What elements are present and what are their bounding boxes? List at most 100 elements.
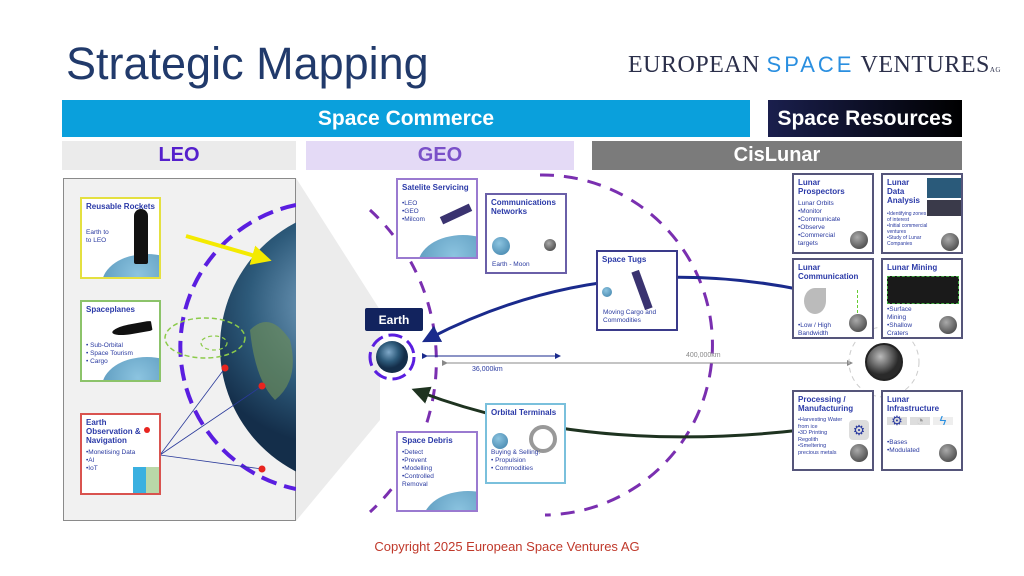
- card-item: Earth to: [86, 229, 109, 236]
- card-item: • Cargo: [86, 358, 108, 365]
- card-item: •Bases: [887, 439, 908, 446]
- earth-icon: [423, 491, 476, 510]
- link-line: [857, 290, 858, 318]
- card-item: • Propulsion: [491, 457, 526, 464]
- earth-icon: [492, 237, 510, 255]
- card-item: • Sub-Orbital: [86, 342, 123, 349]
- card-item: •LEO: [402, 200, 418, 207]
- return-arrow-to-earth: [411, 386, 841, 439]
- card-title: Processing / Manufacturing: [798, 395, 854, 413]
- earth-icon: [418, 235, 476, 257]
- card-earth-observation[interactable]: Earth Observation & Navigation •Monetisi…: [80, 413, 161, 495]
- cislunar-header: CisLunar: [592, 141, 962, 170]
- rocket-arrow: [185, 234, 272, 265]
- card-title: Orbital Terminals: [491, 408, 557, 417]
- card-space-tugs[interactable]: Space Tugs Moving Cargo and Commodities: [596, 250, 678, 331]
- moon-icon: [544, 239, 556, 251]
- card-title: Lunar Data Analysis: [887, 178, 920, 205]
- card-item: •IoT: [86, 465, 98, 472]
- lightning-icon: ϟ: [933, 414, 953, 427]
- card-processing-manufacturing[interactable]: Processing / Manufacturing •Harvesting W…: [792, 390, 874, 471]
- card-item: •Monetising Data: [86, 449, 136, 456]
- card-item: Lunar Orbits: [798, 200, 834, 207]
- card-title: Space Debris: [402, 436, 453, 445]
- rocket-icon: [134, 209, 148, 264]
- leo-header: LEO: [62, 141, 296, 170]
- card-lunar-infrastructure[interactable]: Lunar Infrastructure ⚙◔ϟ •Bases•Modulate…: [881, 390, 963, 471]
- card-item: •Monitor: [798, 208, 822, 215]
- card-communications-networks[interactable]: Communications Networks Earth - Moon: [485, 193, 567, 274]
- geo-header: GEO: [306, 141, 574, 170]
- card-title: Communications Networks: [491, 198, 556, 216]
- space-commerce-header: Space Commerce: [62, 100, 750, 137]
- zoom-trapezoid: [296, 178, 380, 521]
- logo-suffix: AG: [989, 66, 1001, 74]
- card-item: •Shallow Craters: [887, 322, 913, 337]
- card-item: •AI: [86, 457, 95, 464]
- moon-icon: [941, 233, 959, 251]
- card-item: •Detect: [402, 449, 424, 456]
- moon-icon: [939, 316, 957, 334]
- scan-image: [927, 200, 961, 216]
- wrench-gear-icon: ⚙: [887, 414, 907, 427]
- moon-icon: [850, 231, 868, 249]
- page-title: Strategic Mapping: [66, 38, 429, 89]
- leo-orbit: [178, 203, 296, 491]
- map-tiles-icon: [133, 467, 159, 493]
- card-item: •Low / High Bandwidth: [798, 322, 831, 337]
- dish-icon: ◔: [910, 414, 930, 427]
- infrastructure-icons: ⚙◔ϟ: [887, 414, 957, 427]
- card-title: Lunar Infrastructure: [887, 395, 940, 413]
- card-item: •GEO: [402, 208, 419, 215]
- card-satellite-servicing[interactable]: Satelite Servicing •LEO•GEO•Milcom: [396, 178, 478, 259]
- card-item: •Observe: [798, 224, 825, 231]
- card-title: Space Tugs: [602, 255, 647, 264]
- card-item: •Controlled Removal: [402, 473, 434, 488]
- card-title: Lunar Prospectors: [798, 178, 845, 196]
- wrench-gear-icon: ⚙: [849, 420, 869, 440]
- card-space-debris[interactable]: Space Debris •Detect•Prevent•Modelling•C…: [396, 431, 478, 512]
- card-item: •Study of Lunar Companies: [887, 235, 922, 247]
- card-item: Earth - Moon: [492, 261, 530, 268]
- card-lunar-communication[interactable]: Lunar Communication •Low / High Bandwidt…: [792, 258, 874, 339]
- drill-image: [887, 276, 959, 304]
- card-spaceplanes[interactable]: Spaceplanes • Sub-Orbital• Space Tourism…: [80, 300, 161, 382]
- moon-icon: [850, 444, 868, 462]
- card-item: •Surface Mining: [887, 306, 912, 321]
- card-orbital-terminals[interactable]: Orbital Terminals Buying & Selling:• Pro…: [485, 403, 566, 484]
- card-title: Lunar Communication: [798, 263, 859, 281]
- geo-distance: 36,000km: [472, 366, 503, 373]
- company-logo: EUROPEAN SPACE VENTURESAG: [628, 52, 1001, 79]
- card-item: •3D Printing Regolith: [798, 430, 828, 443]
- dish-icon: [804, 288, 826, 314]
- moon-icon: [849, 314, 867, 332]
- earth-icon: [102, 254, 159, 277]
- card-title: Lunar Mining: [887, 263, 938, 272]
- card-item: Buying & Selling:: [491, 449, 541, 456]
- moon-icon: [939, 444, 957, 462]
- earth-icon: [376, 341, 408, 373]
- data-map-image: [927, 178, 961, 198]
- card-item: •Modulated: [887, 447, 920, 454]
- card-item: •Harvesting Water from ice: [798, 417, 843, 430]
- card-item: •Smeltering precious metals: [798, 443, 837, 456]
- card-item: • Space Tourism: [86, 350, 133, 357]
- logo-text-space: SPACE: [766, 52, 855, 77]
- card-lunar-data-analysis[interactable]: Lunar Data Analysis •Identifying zones o…: [881, 173, 963, 254]
- card-lunar-prospectors[interactable]: Lunar Prospectors Lunar Orbits•Monitor•C…: [792, 173, 874, 254]
- card-item: •Initial commercial ventures: [887, 223, 928, 235]
- card-item: •Identifying zones of interest: [887, 211, 927, 223]
- tug-satellite-icon: [631, 269, 653, 311]
- card-item: • Commodities: [491, 465, 534, 472]
- card-item: •Milcom: [402, 216, 425, 223]
- space-resources-header: Space Resources: [768, 100, 962, 137]
- station-icon: [529, 425, 557, 453]
- logo-text-ventures: VENTURES: [854, 52, 990, 78]
- card-title: Earth Observation & Navigation: [86, 418, 141, 445]
- card-title: Satelite Servicing: [402, 183, 469, 192]
- logo-text: EUROPEAN: [628, 52, 767, 78]
- earth-icon: [492, 433, 508, 449]
- card-lunar-mining[interactable]: Lunar Mining •Surface Mining•Shallow Cra…: [881, 258, 963, 339]
